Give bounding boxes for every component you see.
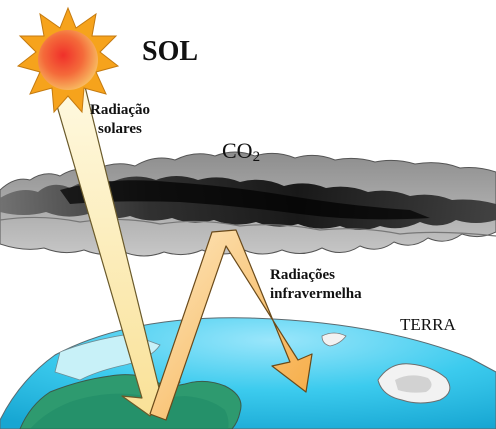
co2-label: CO2 <box>222 138 260 165</box>
solar-radiation-label-line1: Radiação <box>90 102 150 118</box>
earth-label: TERRA <box>400 315 456 334</box>
sun-label: SOL <box>142 36 198 67</box>
sun-icon <box>16 6 120 114</box>
earth-globe <box>0 317 496 429</box>
infrared-label-line1: Radiações <box>270 267 335 283</box>
island-small <box>321 332 347 347</box>
co2-label-subscript: 2 <box>253 149 261 165</box>
solar-radiation-label-line2: solares <box>98 121 142 137</box>
infrared-label-line2: infravermelha <box>270 286 362 302</box>
infrared-radiation-arrow <box>149 229 313 421</box>
co2-label-main: CO <box>222 138 253 163</box>
co2-gas-layer <box>0 151 496 257</box>
land-shading <box>30 393 229 429</box>
sun-core <box>38 30 98 90</box>
